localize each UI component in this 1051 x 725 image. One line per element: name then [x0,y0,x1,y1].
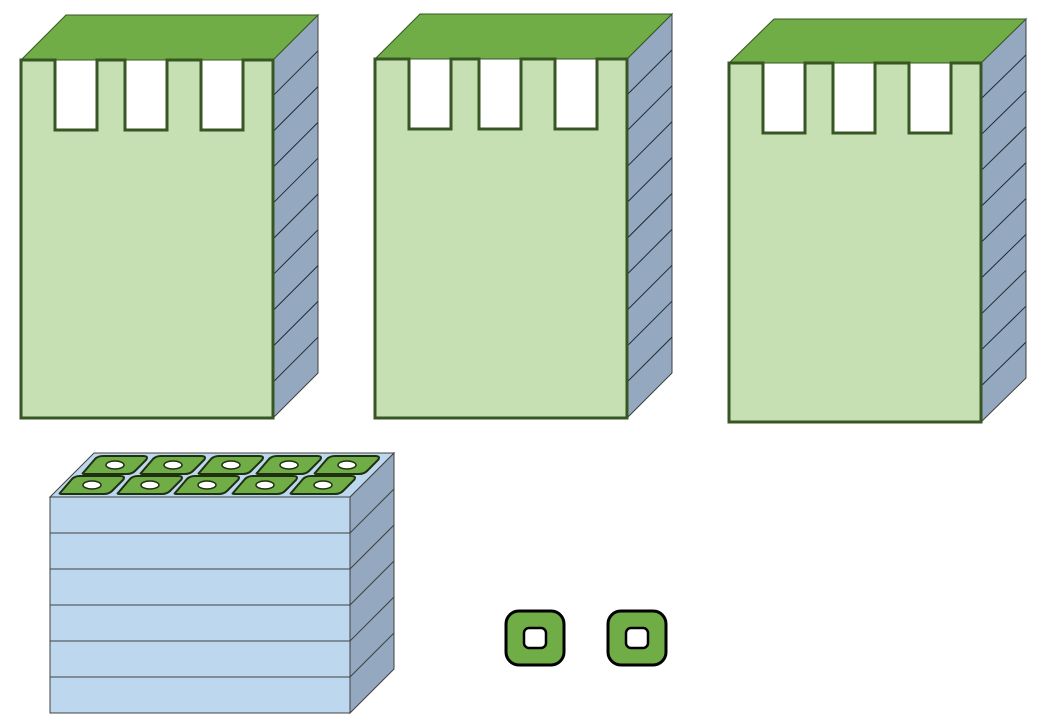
module-side-stripe [626,336,673,383]
stack-top-pad-hole [337,460,357,470]
pad-hole [522,626,548,650]
module-side-stripe [626,300,673,347]
module-side-stripe [626,49,673,96]
module-top-face [19,14,320,61]
module-front-face [373,57,629,420]
stack-top-pad-hole [279,460,299,470]
stack-side-divider [349,524,395,570]
stack-top-pad [289,475,356,495]
module-side-stripe [626,193,673,239]
stack-side-divider [349,632,395,678]
module-side-stripe [272,336,319,383]
module-side-stripe [980,162,1027,207]
modules-group [19,12,1028,424]
module-side-stripe [980,126,1027,172]
module-top-face [727,18,1028,64]
pads-group [504,609,668,667]
stack-top-pad [173,475,240,495]
module-side-stripe [626,229,673,275]
module-side-stripe [980,54,1027,100]
stack-top-pad-hole [313,480,333,490]
layer-stack-group [48,451,396,715]
stack-layer [49,532,351,570]
stack-top-pad [58,475,125,495]
module-1 [19,13,320,420]
module-side-stripe [272,301,319,347]
module-side-stripe [272,229,319,276]
module-side-stripe [626,157,673,203]
stack-top-pad [313,455,380,475]
stack-layer [49,640,351,678]
module-side-stripe [980,234,1027,279]
pad-2 [606,609,668,667]
stack-top-pad [81,455,148,475]
stack-top-pad [116,475,183,495]
stack-top-pad-hole [197,480,217,490]
stack-top-pad [197,455,264,475]
module-side-stripe [272,50,319,97]
stack-side-divider [349,596,395,642]
module-side-stripe [626,85,673,132]
stack-top-pad [139,455,206,475]
stack-layer [49,676,351,714]
module-side-stripe [272,157,319,204]
module-side-stripe [980,198,1027,243]
module-front-face [19,58,275,420]
stack-top-pad-hole [82,480,102,490]
layer-stack [48,451,396,715]
stack-layer [49,604,351,642]
stack-layer [49,568,351,606]
module-side-stripe [272,193,319,240]
module-side-stripe [980,305,1027,351]
module-side-stripe [272,122,319,168]
module-3 [727,17,1028,424]
module-side-stripe [980,341,1027,387]
stack-top-pad-hole [255,480,275,490]
stack-side-divider [349,560,395,606]
stack-top-pad [255,455,322,475]
module-2 [373,12,674,420]
stack-top-pad-hole [140,480,160,490]
stack-top-pad [231,475,298,495]
module-side-stripe [980,269,1027,315]
module-top-face [373,13,674,60]
pad-1 [504,609,566,667]
module-side-stripe [626,264,673,311]
module-side-stripe [272,86,319,132]
stack-top-pad-hole [221,460,241,470]
stack-top-pad-hole [105,460,125,470]
stack-layer [49,496,351,534]
pad-hole [624,626,650,650]
module-side-stripe [626,121,673,168]
module-side-stripe [980,90,1027,136]
stack-side-divider [349,488,395,534]
module-front-face [727,61,983,424]
module-side-stripe [272,265,319,311]
stack-top-pad-hole [163,460,183,470]
